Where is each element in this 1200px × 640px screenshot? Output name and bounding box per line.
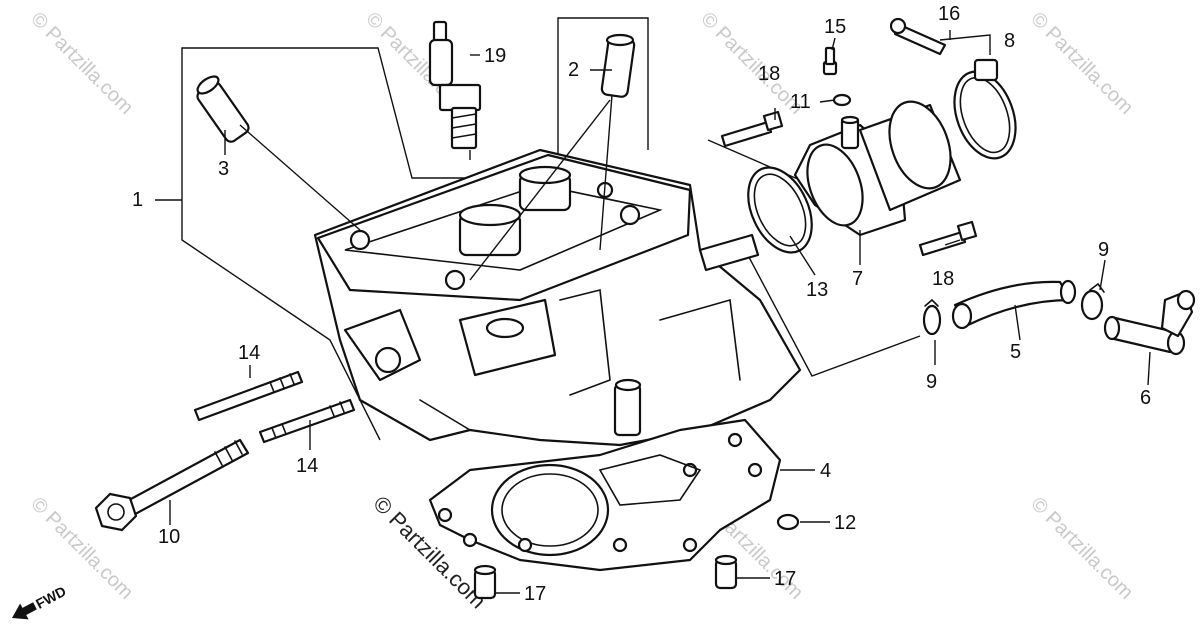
flange-bolt-10 [94,438,250,532]
screw-16 [889,17,947,56]
leader-lines [155,30,1151,594]
callout-11: 11 [790,91,811,113]
washer-11 [832,93,852,107]
callout-9-right: 9 [1098,239,1109,261]
bolt-18-upper [720,110,784,148]
dowel-pin-17-right [714,554,738,590]
fwd-arrow-icon [12,602,37,620]
callout-labels: 1 2 3 4 5 6 7 8 9 9 10 11 12 13 14 14 15… [132,3,1151,605]
dowel-pin-17-left [473,564,497,600]
dowel-pin-3 [196,75,250,143]
o-ring-12 [776,513,800,531]
hose-clip-9-right [1080,282,1105,321]
fwd-label: FWD [33,583,69,612]
stud-14-upper [193,370,304,422]
watermark-bottom-right: © Partzilla.com [1026,493,1137,604]
watermark-top-right-2: © Partzilla.com [1026,8,1137,119]
callout-19: 19 [484,45,506,67]
watermark-top-left: © Partzilla.com [26,8,137,119]
dowel-pin-2 [600,33,636,98]
callout-2: 2 [568,59,579,81]
callout-17-right: 17 [774,568,796,590]
callout-14-lower: 14 [296,455,318,477]
callout-4: 4 [820,460,831,482]
callout-8: 8 [1004,30,1015,52]
callout-16: 16 [938,3,960,25]
intake-insulator-7 [793,100,962,237]
callout-6: 6 [1140,387,1151,409]
callout-10: 10 [158,526,180,548]
callout-12: 12 [834,512,856,534]
callout-7: 7 [852,268,863,290]
bolt-18-lower [918,220,978,257]
spark-plug [428,20,482,150]
callout-3: 3 [218,158,229,180]
callout-5: 5 [1010,341,1021,363]
hose-clip-9-left [922,298,942,336]
stud-14-lower [258,398,356,444]
joint-pipe-6 [1103,289,1196,356]
callout-18-upper: 18 [758,63,780,85]
callout-1: 1 [132,189,143,211]
fwd-indicator: FWD [12,583,69,620]
cylinder-head [313,148,802,447]
callout-13: 13 [806,279,828,301]
bolt-15 [822,46,838,76]
callout-18-lower: 18 [932,268,954,290]
callout-9-left: 9 [926,371,937,393]
callout-14-upper: 14 [238,342,260,364]
head-gasket [428,418,782,572]
callout-15: 15 [824,16,846,38]
callout-17-left: 17 [524,583,546,605]
hose-5 [951,279,1077,330]
hose-band-8 [953,58,1017,160]
